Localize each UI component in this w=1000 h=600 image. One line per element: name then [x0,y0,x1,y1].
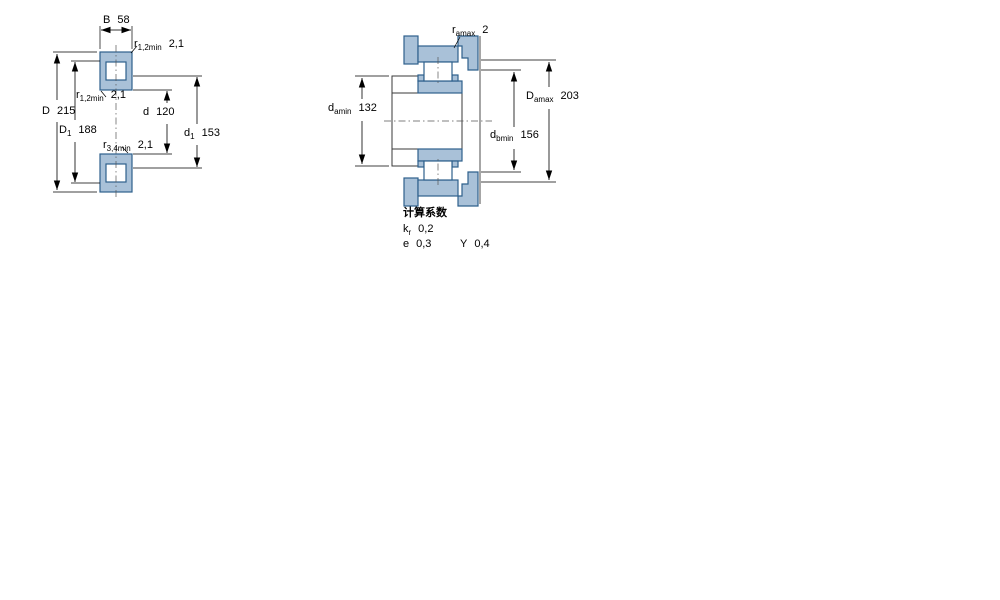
right-mounted-top-half [391,35,479,94]
left-view-dimension-lines [53,26,202,193]
right-mounted-bottom-half [391,148,479,207]
right-view-dimension-lines [355,36,556,183]
factors-title: 计算系数 [403,207,447,219]
right-view-drawing [355,35,556,207]
left-view-drawing [53,26,202,199]
